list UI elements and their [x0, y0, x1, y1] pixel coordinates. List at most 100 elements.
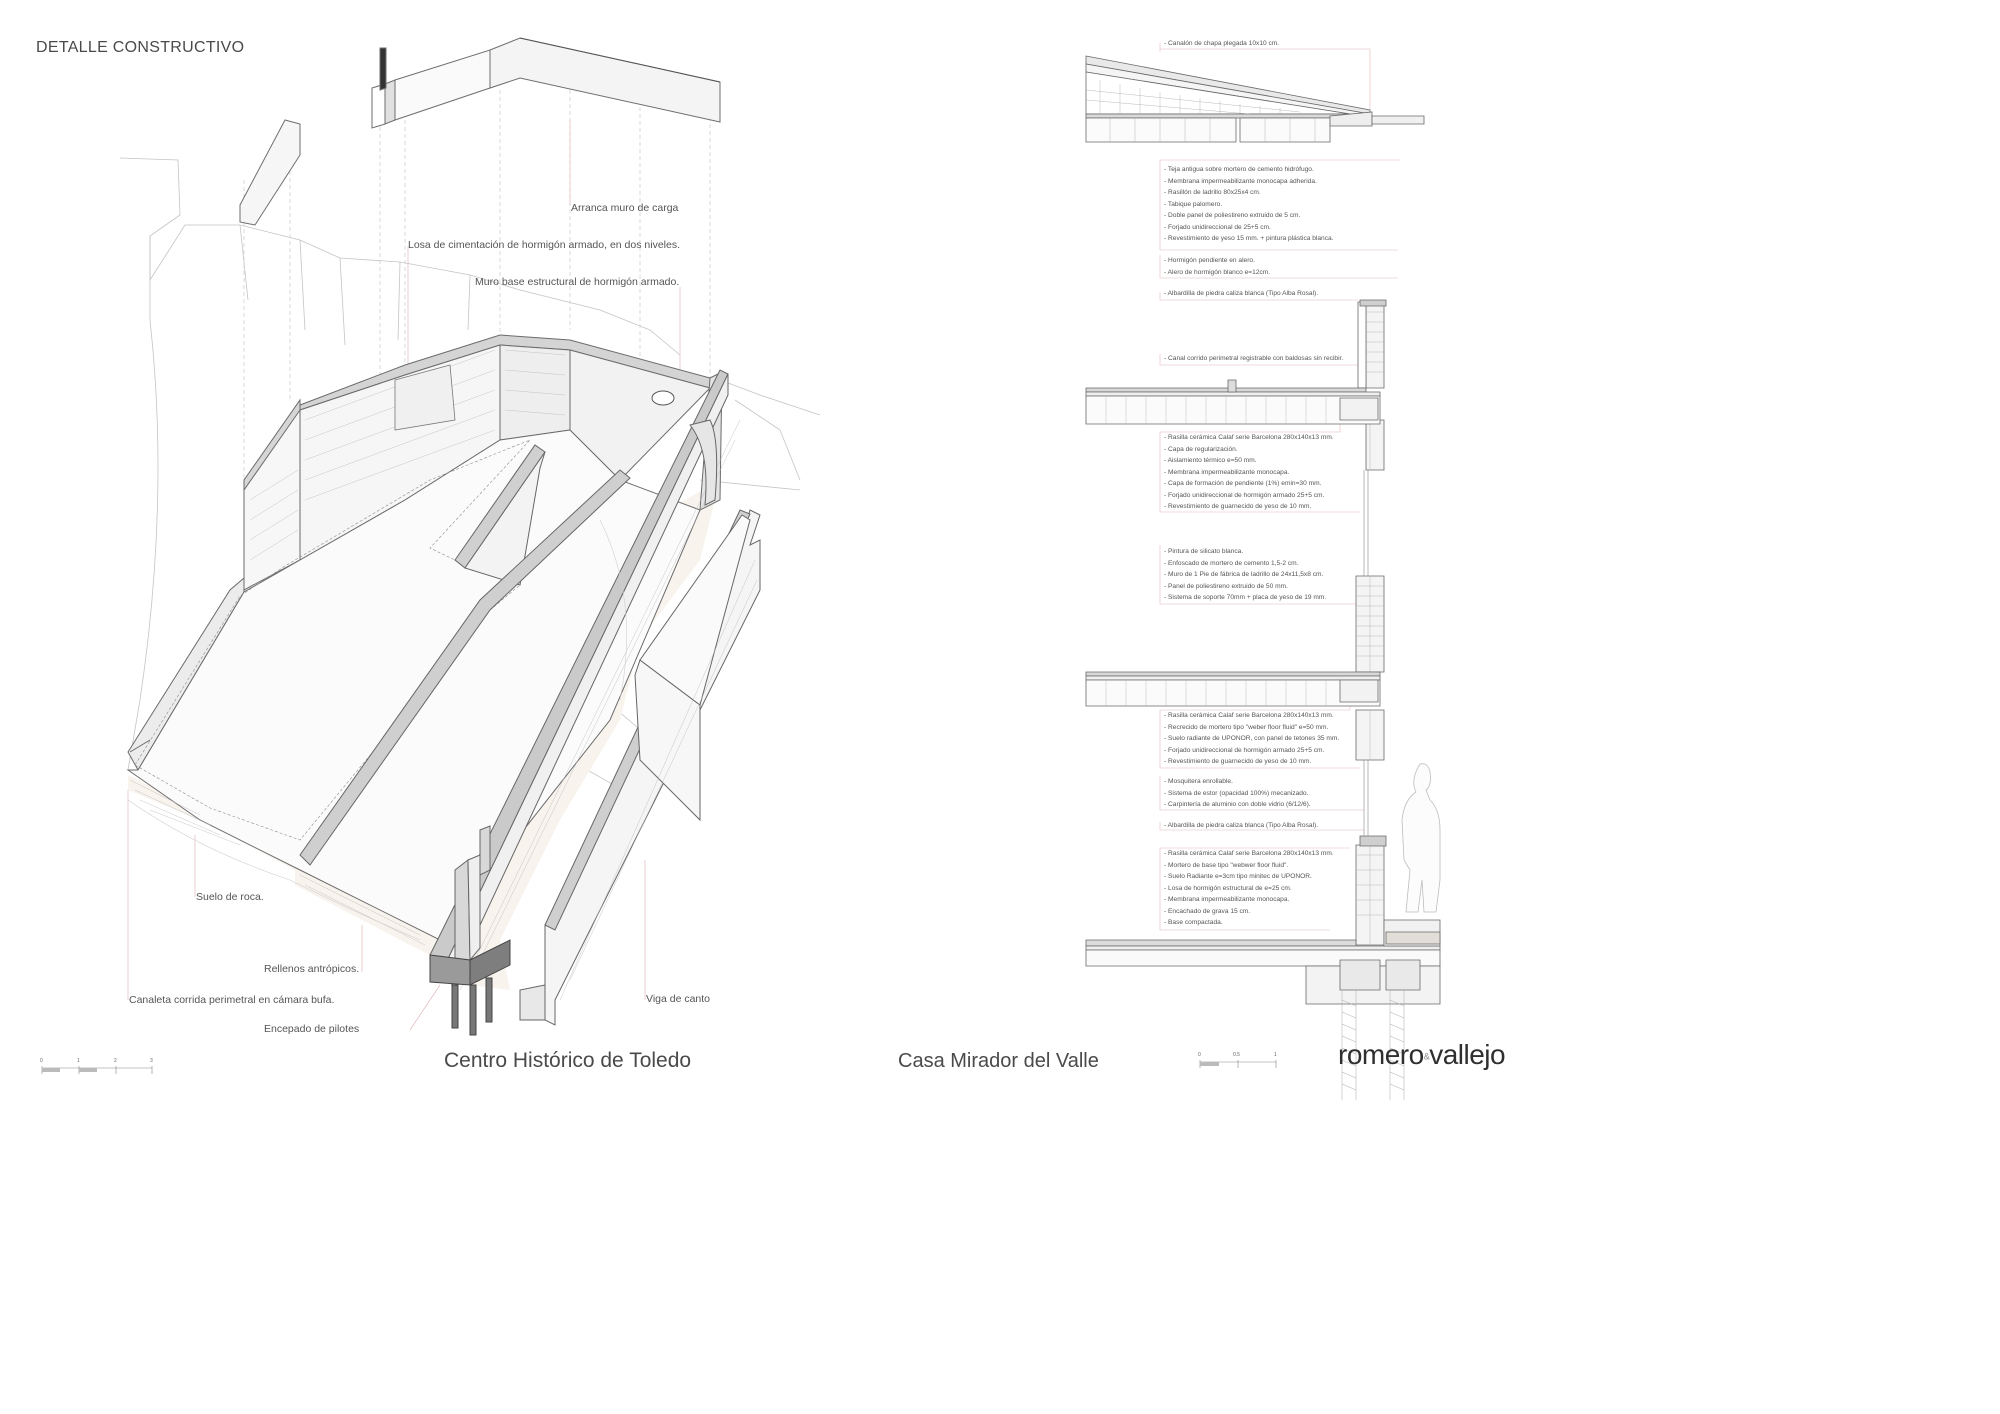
spec-carpinteria-line: - Mosquitera enrollable.	[1164, 778, 1233, 785]
spec-albardilla-lower-line: - Albardilla de piedra caliza blanca (Ti…	[1164, 822, 1319, 829]
spec-terraza: - Rasilla cerámica Calaf serie Barcelona…	[1164, 432, 1334, 513]
spec-canal: - Canal corrido perimetral registrable c…	[1164, 353, 1343, 365]
section-leader-lines	[1159, 43, 1400, 931]
facade-brick-hatch	[1356, 311, 1384, 945]
project-title-right: Casa Mirador del Valle	[898, 1050, 1099, 1072]
ground-slab-foundation	[1085, 919, 1441, 1005]
spec-alero: - Hormigón pendiente en alero. - Alero d…	[1164, 255, 1270, 278]
spec-terraza-line: - Capa de formación de pendiente (1%) em…	[1164, 480, 1322, 487]
brand-logo-vallejo: vallejo	[1429, 1039, 1506, 1070]
slab-hidden-edges	[134, 439, 531, 841]
brand-logo-romero: romero	[1338, 1039, 1424, 1070]
drawing-sheet: DETALLE CONSTRUCTIVO Arranca muro de car…	[36, 37, 1506, 1100]
floor-slab	[1085, 671, 1381, 707]
label-encepado: Encepado de pilotes	[264, 1023, 360, 1035]
spec-cubierta-line: - Forjado unidireccional de 25+5 cm.	[1164, 223, 1271, 231]
scale-right-tick-1: 1	[1274, 1052, 1277, 1058]
spec-cubierta: - Teja antigua sobre mortero de cemento …	[1164, 164, 1334, 245]
wall-arch-opening	[689, 419, 718, 506]
spec-fachada-line: - Panel de poliestireno extruido de 50 m…	[1164, 582, 1288, 590]
spec-terraza-line: - Aislamiento térmico e=50 mm.	[1164, 457, 1257, 464]
spec-fachada: - Pintura de silicato blanca. - Enfoscad…	[1164, 546, 1326, 604]
scale-left-tick-3: 3	[150, 1058, 153, 1064]
brand-logo-ampersand: &	[1423, 1051, 1430, 1062]
perimeter-walls	[299, 369, 761, 1026]
facade-wall	[1355, 299, 1387, 946]
context-ghost-lines	[119, 90, 821, 801]
spec-forjado: - Rasilla cerámica Calaf serie Barcelona…	[1164, 710, 1339, 768]
spec-fachada-line: - Sistema de soporte 70mm + placa de yes…	[1164, 594, 1327, 601]
spec-terraza-line: - Forjado unidireccional de hormigón arm…	[1164, 491, 1325, 499]
spec-terraza-line: - Rasilla cerámica Calaf serie Barcelona…	[1164, 434, 1334, 441]
spec-solera-line: - Rasilla cerámica Calaf serie Barcelona…	[1164, 850, 1334, 857]
spec-albardilla-upper-line: - Albardilla de piedra caliza blanca (Ti…	[1164, 290, 1319, 297]
scale-bar-right	[1199, 1060, 1277, 1068]
sheet-title: DETALLE CONSTRUCTIVO	[36, 39, 245, 56]
spec-carpinteria: - Mosquitera enrollable. - Sistema de es…	[1164, 776, 1311, 811]
spec-terraza-line: - Capa de regularización.	[1164, 445, 1238, 453]
spec-forjado-line: - Forjado unidireccional de hormigón arm…	[1164, 746, 1325, 754]
section-drawing	[1085, 43, 1441, 1100]
spec-forjado-line: - Recrecido de mortero tipo "weber floor…	[1164, 723, 1329, 731]
label-suelo-roca: Suelo de roca.	[196, 891, 264, 903]
scale-left-tick-1: 1	[77, 1058, 80, 1064]
spec-terraza-line: - Revestimiento de guarnecido de yeso de…	[1164, 503, 1312, 510]
label-losa-cimentacion: Losa de cimentación de hormigón armado, …	[408, 239, 680, 251]
spec-forjado-line: - Rasilla cerámica Calaf serie Barcelona…	[1164, 712, 1334, 719]
spec-cubierta-line: - Rasillón de ladrillo 80x25x4 cm.	[1164, 189, 1261, 196]
scale-left-tick-0: 0	[40, 1058, 43, 1064]
spec-solera-line: - Losa de hormigón estructural de e=25 c…	[1164, 884, 1292, 892]
label-canaleta: Canaleta corrida perimetral en cámara bu…	[129, 994, 335, 1006]
scale-right-tick-0: 0	[1198, 1052, 1201, 1058]
human-scale-figure	[1401, 763, 1441, 913]
label-muro-base: Muro base estructural de hormigón armado…	[475, 276, 680, 288]
load-wall-floating	[239, 37, 721, 226]
wall-window-opening	[394, 364, 456, 431]
pile-cap	[429, 939, 511, 1036]
axonometric-drawing	[41, 37, 821, 1074]
roof-section	[1085, 55, 1425, 143]
spec-forjado-line: - Suelo radiante de UPONOR, con panel de…	[1164, 735, 1340, 742]
project-title-left: Centro Histórico de Toledo	[444, 1049, 692, 1072]
spec-cubierta-line: - Teja antigua sobre mortero de cemento …	[1164, 166, 1314, 173]
ground-rock-contour	[127, 519, 627, 941]
spec-cubierta-line: - Tabique palomero.	[1164, 200, 1223, 208]
spec-alero-line: - Hormigón pendiente en alero.	[1164, 257, 1255, 264]
spec-albardilla-lower: - Albardilla de piedra caliza blanca (Ti…	[1164, 820, 1318, 832]
spec-fachada-line: - Muro de 1 Pie de fábrica de ladrillo d…	[1164, 571, 1324, 578]
spec-solera-line: - Encachado de grava 15 cm.	[1164, 907, 1251, 915]
spec-canalon: - Canalón de chapa plegada 10x10 cm.	[1164, 38, 1279, 50]
spec-carpinteria-line: - Carpintería de aluminio con doble vidr…	[1164, 801, 1311, 808]
spec-cubierta-line: - Revestimiento de yeso 15 mm. + pintura…	[1164, 235, 1334, 242]
spec-fachada-line: - Enfoscado de mortero de cemento 1,5-2 …	[1164, 559, 1299, 567]
spec-canal-line: - Canal corrido perimetral registrable c…	[1164, 355, 1344, 362]
spec-solera-line: - Membrana impermeabilizante monocapa.	[1164, 896, 1290, 903]
spec-canalon-line: - Canalón de chapa plegada 10x10 cm.	[1164, 40, 1280, 47]
label-viga-canto: Viga de canto	[646, 993, 711, 1005]
spec-cubierta-line: - Membrana impermeabilizante monocapa ad…	[1164, 177, 1317, 185]
foundation-piles	[1341, 990, 1405, 1100]
label-rellenos: Rellenos antrópicos.	[264, 963, 360, 975]
window-glazing	[1363, 470, 1369, 836]
scale-bar-left	[41, 1066, 153, 1074]
terrace-slab	[1085, 379, 1381, 425]
spec-carpinteria-line: - Sistema de estor (opacidad 100%) mecan…	[1164, 789, 1309, 797]
spec-forjado-line: - Revestimiento de guarnecido de yeso de…	[1164, 758, 1312, 765]
spec-solera-line: - Suelo Radiante e=3cm tipo minitec de U…	[1164, 873, 1312, 880]
scale-right-tick-half: 0.5	[1233, 1052, 1240, 1058]
spec-solera-line: - Mortero de base tipo "webwer floor flu…	[1164, 861, 1289, 869]
floor-slab-hatch	[1105, 680, 1327, 706]
roof-tile-hatch	[1085, 80, 1316, 142]
spec-alero-line: - Alero de hormigón blanco e=12cm.	[1164, 268, 1271, 276]
spec-albardilla-upper: - Albardilla de piedra caliza blanca (Ti…	[1164, 288, 1318, 300]
spec-solera-line: - Base compactada.	[1164, 919, 1223, 926]
spec-solera: - Rasilla cerámica Calaf serie Barcelona…	[1164, 848, 1334, 929]
spec-fachada-line: - Pintura de silicato blanca.	[1164, 548, 1244, 555]
wall-round-opening	[651, 390, 675, 406]
scale-left-tick-2: 2	[114, 1058, 117, 1064]
spec-cubierta-line: - Doble panel de poliestireno extruido d…	[1164, 212, 1301, 219]
spec-terraza-line: - Membrana impermeabilizante monocapa.	[1164, 468, 1290, 476]
brand-logo: romero&vallejo	[1338, 1039, 1506, 1071]
terrace-slab-hatch	[1105, 396, 1327, 424]
label-arranca-muro: Arranca muro de carga	[571, 202, 679, 214]
